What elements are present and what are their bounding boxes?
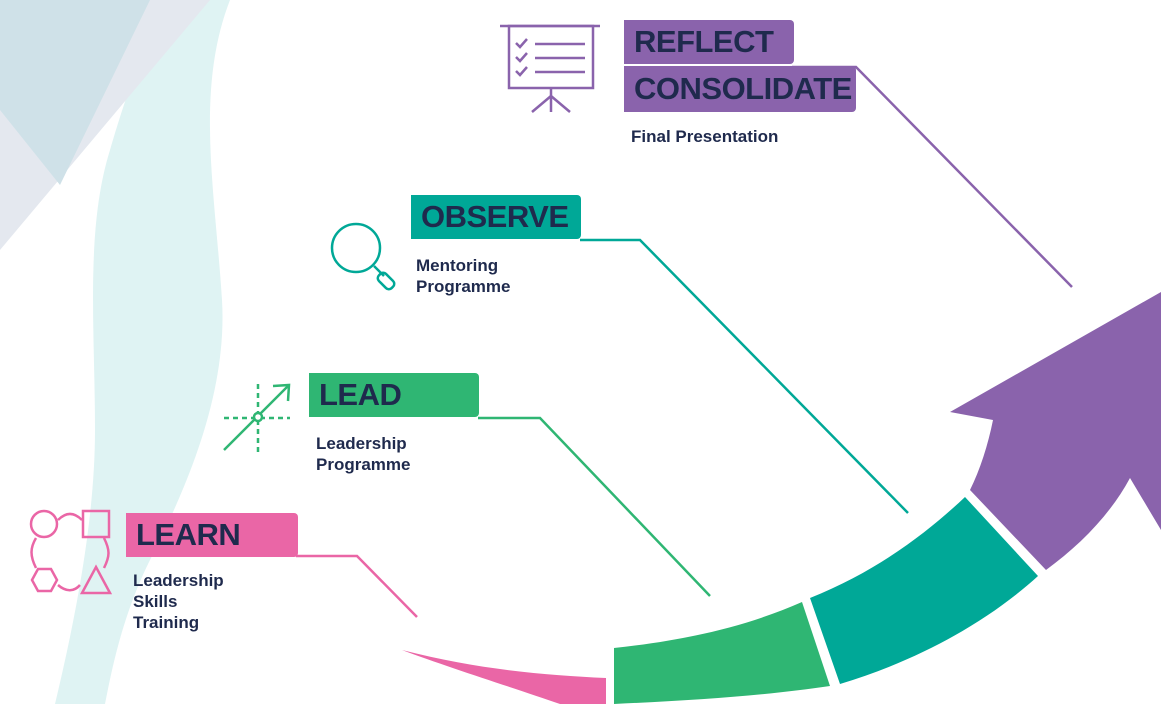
magnifier-icon: [330, 222, 396, 291]
reflect-subtitle: Final Presentation: [631, 127, 779, 146]
observe-label: OBSERVE: [411, 195, 581, 239]
observe-subtitle: Mentoring Programme: [416, 256, 511, 296]
connector-line-lead: [478, 416, 711, 597]
connector-line-learn: [296, 554, 418, 618]
growth-arrow-icon: [223, 383, 291, 452]
arrow-segment-reflect: [950, 292, 1161, 570]
learn-subtitle: Leadership Skills Training: [133, 571, 224, 632]
background-blue-shape: [0, 0, 150, 185]
consolidate-label: CONSOLIDATE: [624, 66, 856, 112]
learn-label: LEARN: [126, 513, 298, 557]
arrow-segment-observe: [810, 497, 1038, 684]
lead-label: LEAD: [309, 373, 479, 417]
arrow-segment-lead: [614, 602, 830, 704]
connector-line-observe: [580, 238, 909, 514]
arrow-segment-learn: [402, 650, 606, 704]
shapes-icon: [29, 509, 113, 595]
background-light-band: [55, 0, 230, 704]
presentation-board-icon: [500, 24, 600, 113]
reflect-label: REFLECT: [624, 20, 794, 64]
lead-subtitle: Leadership Programme: [316, 434, 411, 474]
